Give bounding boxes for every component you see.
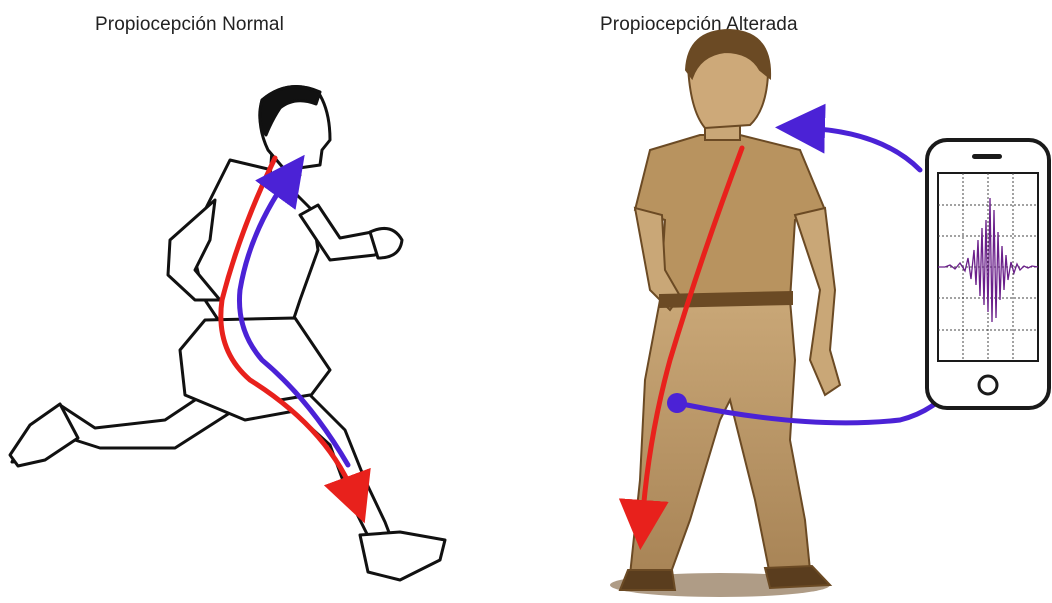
feedback-arrow-phone-to-head [800, 128, 920, 170]
smartphone-icon [927, 140, 1049, 408]
normal-proprioception-panel: Propiocepción Normal [0, 0, 470, 603]
walking-man-illustration [580, 0, 1052, 603]
altered-proprioception-panel: Propiocepción Alterada [580, 0, 1052, 603]
running-man-illustration [0, 0, 470, 603]
sensor-dot-icon [667, 393, 687, 413]
running-man-figure [10, 87, 445, 580]
